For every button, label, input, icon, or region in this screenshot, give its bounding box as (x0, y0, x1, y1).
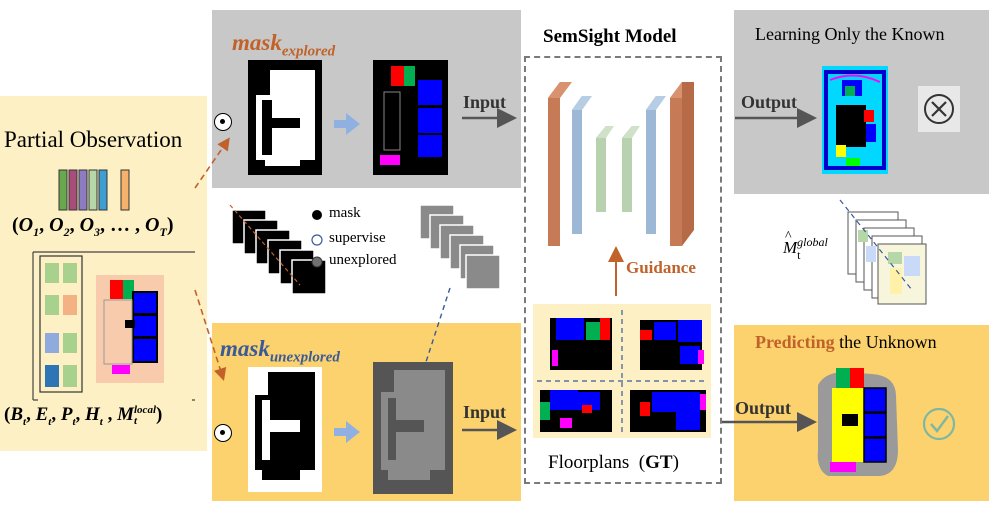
state-channels-box (39, 255, 83, 393)
explored-map (373, 60, 448, 175)
floorplan-3 (540, 390, 612, 432)
unexplored-arrow-icon (334, 421, 360, 443)
model-title: SemSight Model (543, 26, 677, 47)
floorplan-1 (550, 318, 612, 370)
top-output-label: Output (741, 92, 798, 112)
top-input-label: Input (463, 92, 507, 112)
legend-mask-label: mask (329, 205, 361, 221)
legend-unexplored-icon (311, 256, 323, 268)
state-channels (45, 263, 77, 387)
right-bottom-title: Predicting the Unknown (755, 332, 937, 352)
right-top-title: Learning Only the Known (755, 24, 945, 44)
check-circle-icon (922, 407, 956, 441)
floorplan-4 (630, 390, 706, 432)
guidance-label: Guidance (626, 258, 696, 277)
legend-supervise-label: supervise (329, 230, 386, 246)
observation-frames-icon (58, 169, 130, 211)
unexplored-map (373, 362, 453, 494)
partial-observation-title: Partial Observation (4, 127, 183, 152)
legend-unexplored-label: unexplored (329, 252, 397, 268)
predicted-output-map (817, 368, 898, 476)
cross-circle-icon (918, 86, 960, 132)
network-layers (548, 82, 694, 246)
floorplan-2 (640, 320, 704, 370)
unexplored-mask (248, 367, 322, 492)
legend-mask-icon (312, 210, 322, 220)
known-output-map (822, 66, 888, 174)
mask-stack (229, 204, 327, 295)
observation-sequence: (O1, O2, O3, … , OT) (12, 214, 174, 239)
unexplored-stack (419, 204, 501, 366)
circle-dot-icon (214, 113, 232, 131)
global-map-stack (839, 199, 927, 305)
local-map-thumbnail (96, 275, 164, 383)
explored-arrow-icon (334, 113, 360, 135)
model-box (524, 56, 722, 484)
mask-unexplored-label: maskunexplored (220, 336, 340, 366)
mask-explored-label: maskexplored (232, 30, 336, 60)
bottom-output-label: Output (735, 398, 792, 418)
floorplans-label: Floorplans (GT) (548, 452, 679, 473)
legend-supervise-icon (311, 234, 323, 246)
explored-mask (248, 60, 322, 175)
circle-dot-icon (214, 424, 232, 442)
partial-observation-panel (0, 96, 207, 451)
bottom-input-label: Input (463, 402, 507, 422)
